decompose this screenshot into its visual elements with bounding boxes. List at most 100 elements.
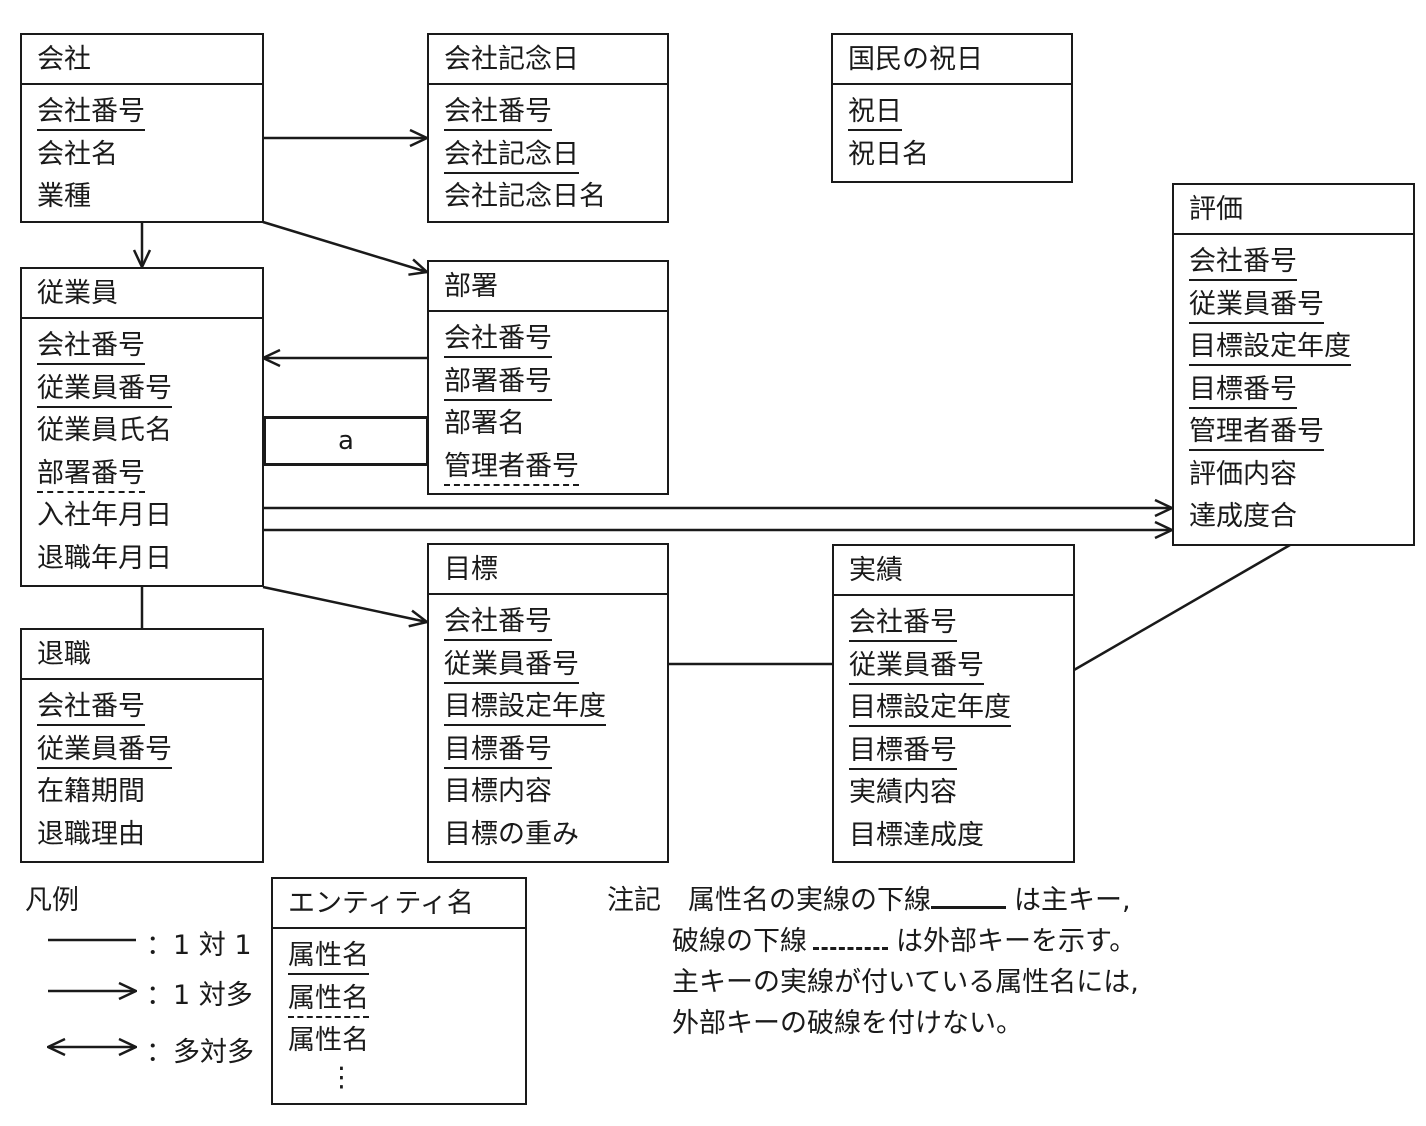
attribute: 祝日名 xyxy=(848,134,1071,177)
attribute-list: 会社番号従業員番号目標設定年度目標番号管理者番号評価内容達成度合 xyxy=(1174,235,1413,539)
attribute-label: 従業員番号 xyxy=(37,733,172,769)
entity-retirement: 退職会社番号従業員番号在籍期間退職理由 xyxy=(20,628,264,863)
primary-key-attribute: 会社番号 xyxy=(849,602,1073,645)
attribute-label: 従業員番号 xyxy=(444,648,579,684)
entity-title: エンティティ名 xyxy=(273,879,525,929)
attribute-label: 従業員番号 xyxy=(37,372,172,408)
attribute-label: 祝日 xyxy=(848,96,902,131)
attribute-label: 会社番号 xyxy=(444,323,552,358)
legend-many-to-many-label: ：多対多 xyxy=(146,1037,254,1068)
attribute: 退職理由 xyxy=(37,814,262,857)
attribute-label: 会社番号 xyxy=(444,606,552,641)
attribute-list: 祝日祝日名 xyxy=(833,85,1071,176)
attribute-list: 属性名属性名属性名⋮ xyxy=(273,929,525,1093)
attribute: 入社年月日 xyxy=(37,495,262,538)
rel-employee-goal xyxy=(262,585,427,622)
entity-company: 会社会社番号会社名業種 xyxy=(20,33,264,223)
entity-department: 部署会社番号部署番号部署名管理者番号 xyxy=(427,260,669,495)
primary-key-attribute: 目標番号 xyxy=(444,729,667,772)
primary-key-attribute: 会社番号 xyxy=(37,686,262,729)
attribute: 会社名 xyxy=(37,134,262,177)
attribute-list: 会社番号従業員番号目標設定年度目標番号実績内容目標達成度 xyxy=(834,596,1073,857)
attribute-label: 目標番号 xyxy=(1189,373,1297,409)
note-line-2-text-a: 破線の下線 xyxy=(672,926,807,957)
attribute-label: 会社番号 xyxy=(849,607,957,642)
attribute-label: 会社番号 xyxy=(37,96,145,131)
primary-key-attribute: 従業員番号 xyxy=(37,368,262,411)
attribute-label: 従業員氏名 xyxy=(37,415,172,446)
ellipsis-icon: ⋮ xyxy=(328,1061,355,1093)
entity-national-holiday: 国民の祝日祝日祝日名 xyxy=(831,33,1073,183)
primary-key-attribute: 祝日 xyxy=(848,91,1071,134)
note-line-2-text-b: は外部キーを示す。 xyxy=(896,926,1137,957)
entity-title: 退職 xyxy=(22,630,262,680)
attribute-label: 従業員番号 xyxy=(1189,288,1324,324)
attribute: 目標内容 xyxy=(444,771,667,814)
primary-key-attribute: 従業員番号 xyxy=(37,729,262,772)
note-line-1: 注記 属性名の実線の下線は主キー, xyxy=(607,880,1131,922)
entity-title: 会社 xyxy=(22,35,262,85)
attribute: 退職年月日 xyxy=(37,538,262,581)
entity-title: 評価 xyxy=(1174,185,1413,235)
note-line-2: 破線の下線 は外部キーを示す。 xyxy=(672,921,1136,963)
attribute-label: 会社記念日 xyxy=(444,138,579,174)
entity-evaluation: 評価会社番号従業員番号目標設定年度目標番号管理者番号評価内容達成度合 xyxy=(1172,183,1415,546)
primary-key-attribute: 属性名 xyxy=(288,935,525,978)
attribute: 部署名 xyxy=(444,403,667,446)
entity-title: 国民の祝日 xyxy=(833,35,1071,85)
foreign-key-attribute: 属性名 xyxy=(288,978,525,1021)
attribute-list: 会社番号従業員番号目標設定年度目標番号目標内容目標の重み xyxy=(429,595,667,856)
attribute-label: 管理者番号 xyxy=(1189,416,1324,451)
attribute-label: 退職理由 xyxy=(37,818,145,850)
attribute-label: 目標番号 xyxy=(444,733,552,769)
attribute: 評価内容 xyxy=(1189,454,1413,497)
foreign-key-attribute: 部署番号 xyxy=(37,453,262,496)
entity-employee: 従業員会社番号従業員番号従業員氏名部署番号入社年月日退職年月日 xyxy=(20,267,264,587)
entity-title: 目標 xyxy=(429,545,667,595)
attribute-label: 目標番号 xyxy=(849,734,957,770)
note-line-4: 外部キーの破線を付けない。 xyxy=(672,1008,1023,1039)
attribute-label: 業種 xyxy=(37,181,91,212)
attribute-label: 目標達成度 xyxy=(849,819,984,851)
primary-key-attribute: 会社番号 xyxy=(444,601,667,644)
attribute-label: 会社番号 xyxy=(444,96,552,131)
attribute: 属性名 xyxy=(288,1020,525,1063)
attribute: 業種 xyxy=(37,176,262,219)
attribute-label: 入社年月日 xyxy=(37,500,172,531)
primary-key-attribute: 会社番号 xyxy=(444,91,667,134)
attribute-label: 会社番号 xyxy=(1189,246,1297,281)
relationship-blank-a: a xyxy=(263,416,429,466)
entity-title: 従業員 xyxy=(22,269,262,319)
entity-title: 部署 xyxy=(429,262,667,312)
primary-key-attribute: 従業員番号 xyxy=(849,645,1073,688)
attribute: 会社記念日名 xyxy=(444,176,667,219)
attribute-label: 目標設定年度 xyxy=(444,691,606,726)
attribute-label: 属性名 xyxy=(288,1025,369,1056)
attribute-label: 会社番号 xyxy=(37,691,145,726)
primary-key-attribute: 会社番号 xyxy=(37,91,262,134)
attribute-label: 会社番号 xyxy=(37,330,145,365)
attribute: 実績内容 xyxy=(849,772,1073,815)
primary-key-attribute: 従業員番号 xyxy=(444,644,667,687)
note-line-1-text-a: 注記 属性名の実線の下線 xyxy=(607,885,931,916)
attribute-label: 実績内容 xyxy=(849,777,957,808)
attribute-label: 会社名 xyxy=(37,138,118,170)
attribute-label: 祝日名 xyxy=(848,138,929,170)
note-solid-underline-sample xyxy=(931,906,1006,909)
note-line-3: 主キーの実線が付いている属性名には, xyxy=(672,967,1139,998)
primary-key-attribute: 会社記念日 xyxy=(444,134,667,177)
attribute-label: 目標の重み xyxy=(444,818,579,850)
entity-company-anniversary: 会社記念日会社番号会社記念日会社記念日名 xyxy=(427,33,669,223)
foreign-key-attribute: 管理者番号 xyxy=(444,446,667,489)
entity-title: 実績 xyxy=(834,546,1073,596)
attribute-label: 達成度合 xyxy=(1189,501,1297,532)
attribute-label: 目標設定年度 xyxy=(849,692,1011,727)
legend-one-to-many-label: ：1 対多 xyxy=(146,980,253,1011)
primary-key-attribute: 目標番号 xyxy=(1189,369,1413,412)
entity-goal: 目標会社番号従業員番号目標設定年度目標番号目標内容目標の重み xyxy=(427,543,669,863)
attribute-label: 従業員番号 xyxy=(849,649,984,685)
legend-entity-example: エンティティ名属性名属性名属性名⋮ xyxy=(271,877,527,1105)
primary-key-attribute: 会社番号 xyxy=(444,318,667,361)
attribute-label: 目標内容 xyxy=(444,776,552,807)
